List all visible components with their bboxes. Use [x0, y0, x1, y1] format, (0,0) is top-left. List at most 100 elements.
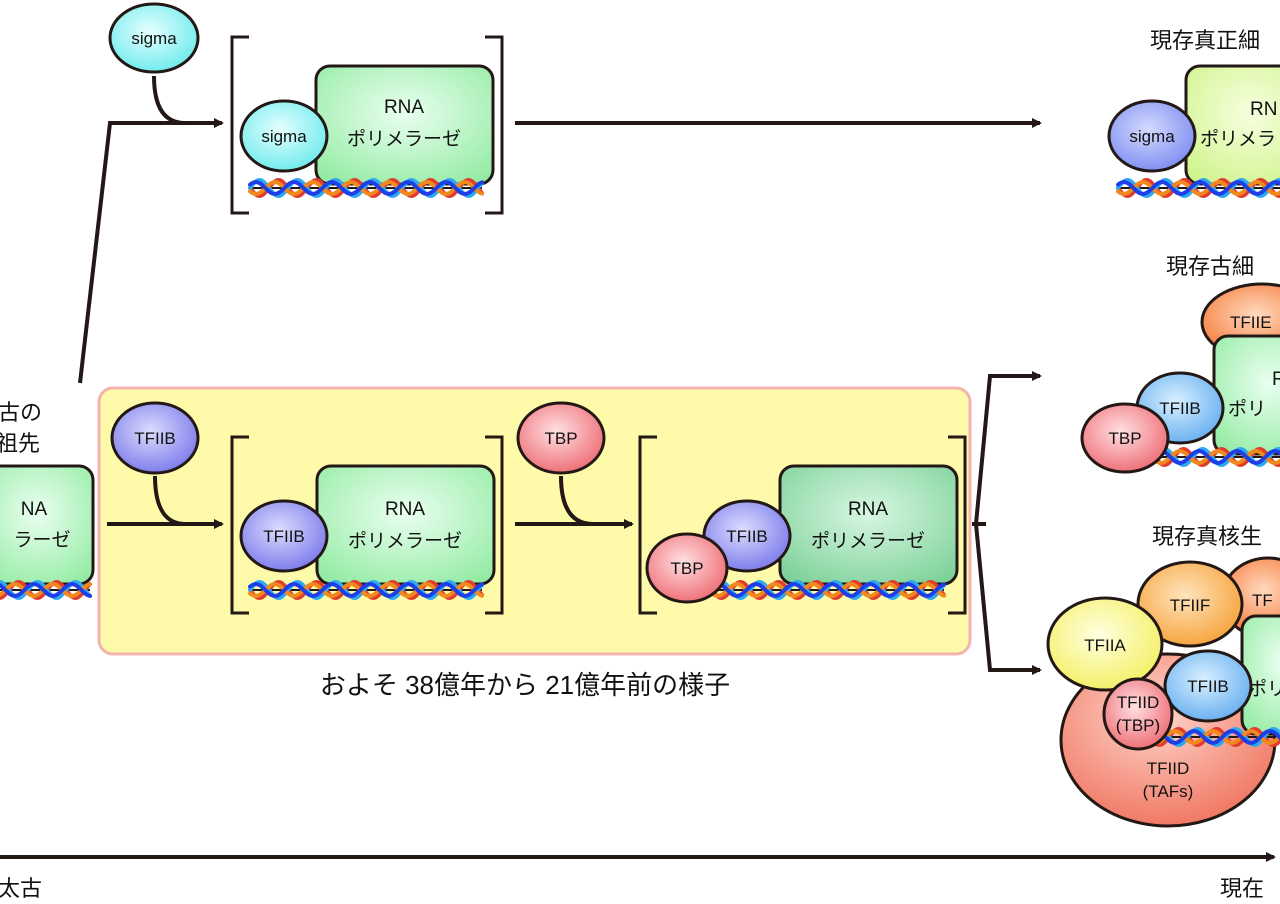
bacteria-pol-line2: ポリメラ — [1200, 128, 1276, 150]
bracket-left-tfiib — [230, 435, 249, 615]
free-tbp: TBP — [516, 401, 606, 526]
archaea-header: 現存古細 — [1166, 254, 1254, 279]
pol-line2-sigma: ポリメラーゼ — [347, 128, 461, 150]
pol-box-sigma — [314, 64, 495, 186]
dna-strand-4 — [0, 581, 92, 598]
bacteria-sigma-label: sigma — [1129, 127, 1175, 146]
bracket-right — [485, 35, 504, 215]
tbp-label-free: TBP — [544, 429, 577, 448]
tfiib-label-free: TFIIB — [134, 429, 176, 448]
dna-sigma — [248, 177, 484, 199]
euk-tfiib-oval — [1163, 649, 1253, 723]
archaea-pol-line2: ポリ — [1228, 398, 1266, 420]
tfiib-label-tbp-complex: TFIIB — [726, 527, 768, 546]
dna-strand-4 — [1116, 179, 1280, 196]
bracket-right-tfiib — [485, 435, 504, 615]
tfiib-oval-bound — [239, 499, 329, 573]
pol-line1-sigma: RNA — [384, 97, 424, 118]
time-present-label: 現在 — [1220, 876, 1264, 901]
sigma-oval-free — [108, 2, 200, 74]
ancestor-pol-box — [0, 464, 95, 586]
arrow-to-archaea — [974, 371, 1042, 525]
pol-line1-tfiib: RNA — [385, 499, 425, 520]
archaea-tbp-oval — [1080, 402, 1170, 474]
dna-strand-3 — [248, 180, 484, 197]
euk-pol-label: ポリ — [1248, 678, 1280, 700]
euk-dna — [1148, 726, 1280, 748]
dna-strand-4 — [248, 179, 484, 196]
euk-tfiid-tafs-line2: (TAFs) — [1143, 782, 1194, 801]
sigma-label-free: sigma — [131, 29, 177, 48]
dna-tfiib — [248, 579, 484, 601]
euk-tfiie-label: TF — [1252, 591, 1273, 610]
arrow-to-eukarya — [974, 523, 1042, 675]
bacteria-complex: 現存真正細 RN ポリメラ sigma — [1107, 28, 1280, 199]
euk-tfiif-oval — [1136, 560, 1244, 648]
bacteria-header: 現存真正細 — [1150, 28, 1260, 53]
tbp-label-bound: TBP — [670, 559, 703, 578]
dna-tbp — [710, 579, 946, 601]
archaea-tbp-label: TBP — [1108, 429, 1141, 448]
euk-tfiia-oval — [1046, 596, 1164, 692]
ancestor-complex: 古の 祖先 NA ラーゼ — [0, 400, 95, 601]
tbp-binding-arrow — [559, 475, 594, 526]
ancestor-pol-line2: ラーゼ — [13, 529, 70, 551]
tfiib-oval-free — [110, 401, 200, 475]
bacteria-sigma-oval — [1107, 99, 1197, 173]
bacteria-pol-line1: RN — [1250, 99, 1277, 120]
archaea-pol-line1: R — [1272, 369, 1280, 390]
euk-tfiib-label: TFIIB — [1187, 677, 1229, 696]
tfiib-label-bound: TFIIB — [263, 527, 305, 546]
archaea-tfiib-label: TFIIB — [1159, 399, 1201, 418]
time-past-label: 太古 — [0, 876, 42, 901]
pol-box-tbp — [778, 464, 959, 586]
sigma-oval-bound — [239, 99, 329, 173]
euk-tfiid-tbp-line2: (TBP) — [1116, 716, 1160, 735]
bracket-tbp-complex: RNA ポリメラーゼ TFIIB TBP — [638, 435, 967, 615]
ancestor-dna — [0, 579, 92, 601]
ancestor-title-line1: 古の — [0, 400, 42, 425]
archaea-pol-box — [1212, 334, 1280, 456]
eukarya-header: 現存真核生 — [1152, 524, 1262, 549]
sigma-label-bound: sigma — [261, 127, 307, 146]
pol-line2-tbp: ポリメラーゼ — [811, 530, 925, 552]
pol-line2-tfiib: ポリメラーゼ — [348, 530, 462, 552]
bracket-left-tbp — [638, 435, 657, 615]
euk-tfiid-tbp-line1: TFIID — [1117, 693, 1160, 712]
tbp-oval-free — [516, 401, 606, 475]
bracket-sigma-complex: RNA ポリメラーゼ sigma — [230, 35, 504, 215]
euk-tfiif-label: TFIIF — [1170, 596, 1211, 615]
tbp-oval-bound — [645, 532, 729, 604]
dna-strand-3 — [1148, 729, 1280, 746]
free-tfiib: TFIIB — [110, 401, 200, 526]
free-sigma: sigma — [108, 2, 200, 125]
bracket-right-tbp — [948, 435, 967, 615]
bracket-tfiib-complex: RNA ポリメラーゼ TFIIB — [230, 435, 504, 615]
bacteria-pol-box — [1184, 64, 1280, 186]
tfiib-binding-arrow — [153, 475, 186, 526]
dna-strand-3 — [1153, 449, 1280, 466]
dna-strand-3 — [248, 582, 484, 599]
ancestor-title-line2: 祖先 — [0, 431, 40, 456]
pol-line1-tbp: RNA — [848, 499, 888, 520]
euk-tfiid-tbp-oval — [1102, 677, 1174, 751]
dna-strand-3 — [710, 582, 946, 599]
euk-tfiid-tafs-line1: TFIID — [1147, 759, 1190, 778]
eukarya-complex: 現存真核生 TFIID (TAFs) TF TFIIF ポリ TFIIB TFI… — [1046, 524, 1280, 828]
euk-tfiia-label: TFIIA — [1084, 636, 1126, 655]
bacteria-dna — [1116, 177, 1280, 199]
archaea-complex: 現存古細 TFIIE R ポリ TFIIB TBP — [1080, 254, 1280, 474]
dna-strand-4 — [710, 581, 946, 598]
archaea-dna — [1153, 446, 1280, 468]
dna-strand-4 — [248, 581, 484, 598]
archaea-tfiie-label: TFIIE — [1230, 313, 1272, 332]
pol-box-tfiib — [315, 464, 496, 586]
dna-strand-4 — [1153, 448, 1280, 465]
bracket-left — [230, 35, 249, 215]
branch-up-line — [78, 118, 224, 384]
dna-strand-4 — [1148, 728, 1280, 745]
sigma-binding-arrow — [152, 75, 186, 125]
ancestor-pol-line1: NA — [21, 499, 48, 520]
era-caption: およそ 38億年から 21億年前の様子 — [320, 670, 730, 700]
